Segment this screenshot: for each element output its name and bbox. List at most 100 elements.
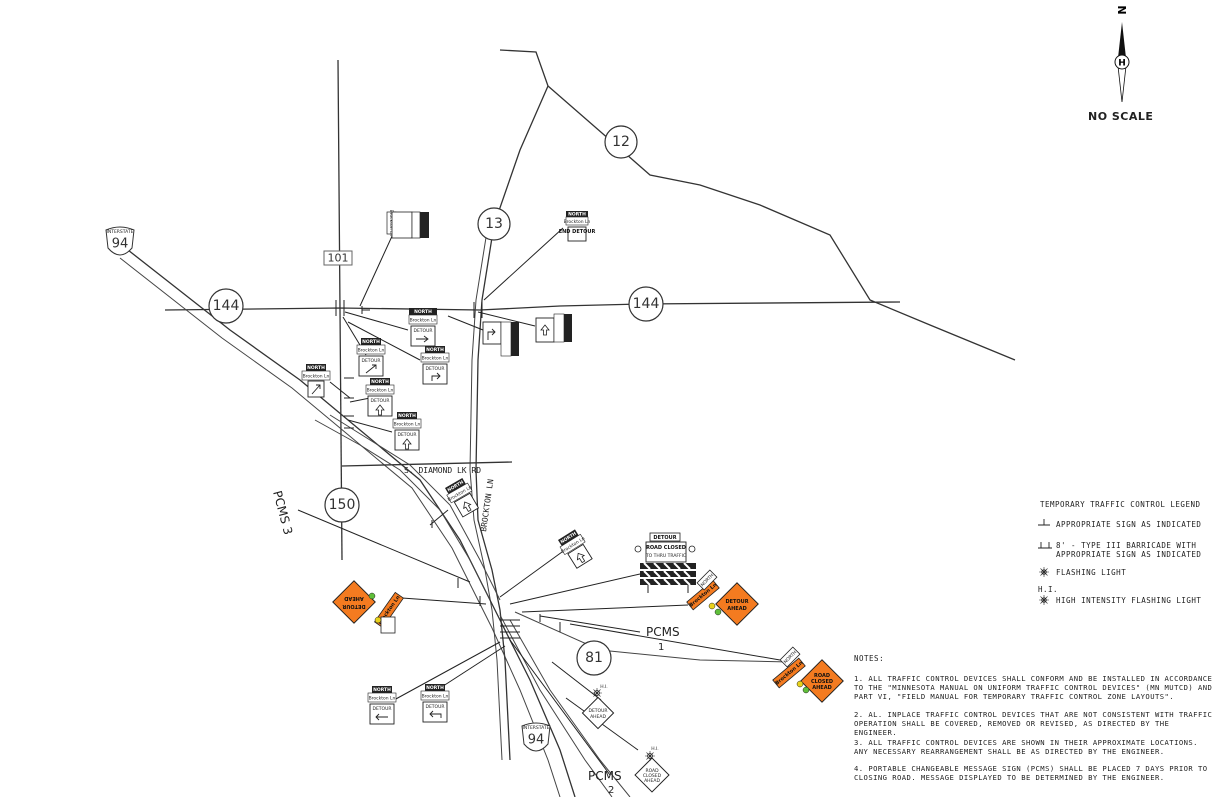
sign-detour-up-144e — [535, 313, 572, 343]
svg-text:AHEAD: AHEAD — [344, 595, 364, 601]
notes-heading: NOTES: — [854, 654, 885, 663]
hi-light-1 — [592, 688, 602, 698]
svg-text:AHEAD: AHEAD — [727, 606, 747, 612]
sign-detour-up-2: NORTH Brockton Ln DETOUR — [392, 412, 422, 451]
svg-text:INTERSTATE: INTERSTATE — [107, 229, 134, 235]
svg-text:Brockton Ln: Brockton Ln — [564, 219, 591, 225]
svg-text:DETOUR: DETOUR — [370, 398, 389, 404]
svg-text:DETOUR: DETOUR — [588, 708, 607, 714]
leader-lines — [297, 227, 781, 776]
svg-text:ROAD CLOSED: ROAD CLOSED — [646, 545, 686, 551]
svg-text:ROAD: ROAD — [645, 768, 659, 774]
route-150-shield: 150 — [324, 487, 360, 523]
road-diamond-lk — [341, 461, 513, 467]
road-closed-ahead-white: ROAD CLOSED AHEAD — [634, 757, 670, 793]
ramp-5 — [514, 611, 791, 663]
route-12-shield: 12 — [604, 125, 638, 159]
arrow-sign — [391, 211, 413, 239]
road-i94 — [127, 249, 576, 797]
sign-detour-turn-1: NORTH Brockton Ln DETOUR — [420, 346, 450, 385]
svg-text:AHEAD: AHEAD — [644, 778, 660, 784]
sign-end-detour: NORTH Brockton Ln END DETOUR — [559, 211, 596, 242]
guide-signs: NORTH Brockton Ln NORTH Brockton Ln END … — [301, 210, 596, 725]
detour-ahead-white: DETOUR AHEAD — [581, 696, 615, 730]
note-4: 4. PORTABLE CHANGEABLE MESSAGE SIGN (PCM… — [854, 764, 1208, 782]
legend-item-flashing: FLASHING LIGHT — [1056, 568, 1127, 577]
north-plaque-west — [380, 616, 396, 634]
sign-detour-right-1: NORTH Brockton Ln DETOUR — [408, 308, 438, 347]
svg-text:DETOUR: DETOUR — [725, 599, 748, 605]
legend-item-sign: APPROPRIATE SIGN AS INDICATED — [1056, 520, 1202, 529]
ramp-4 — [499, 614, 613, 797]
svg-text:Brockton Ln: Brockton Ln — [367, 388, 394, 394]
note-1: 1. ALL TRAFFIC CONTROL DEVICES SHALL CON… — [854, 674, 1213, 701]
road-closed-barricade: DETOUR ROAD CLOSED TO THRU TRAFFIC — [634, 532, 696, 593]
svg-text:NORTH: NORTH — [307, 365, 325, 371]
svg-text:N: N — [1115, 5, 1128, 14]
svg-text:END DETOUR: END DETOUR — [559, 229, 596, 235]
svg-text:NORTH: NORTH — [414, 309, 432, 315]
road-144 — [164, 301, 901, 311]
svg-text:Brockton Ln: Brockton Ln — [422, 356, 449, 362]
svg-text:94: 94 — [528, 733, 545, 748]
sign-detour-diag-1: NORTH Brockton Ln DETOUR — [356, 338, 386, 377]
legend-title: TEMPORARY TRAFFIC CONTROL LEGEND — [1040, 500, 1201, 509]
svg-text:DETOUR: DETOUR — [653, 535, 676, 541]
svg-text:144: 144 — [213, 298, 240, 314]
svg-text:Brockton Ln: Brockton Ln — [410, 318, 437, 324]
svg-text:144: 144 — [633, 296, 660, 312]
road-network — [119, 49, 1016, 797]
road-i94-lane — [119, 257, 561, 797]
warning-signs: DETOUR AHEAD Brockton Ln DETOUR AHEAD Br… — [332, 569, 844, 793]
legend-symbols — [1038, 519, 1052, 605]
route-shields: 12 13 144 144 101 150 81 INTERSTATE — [105, 125, 664, 752]
hi-label-2: H.I. — [651, 746, 659, 752]
sign-detour-up-1: NORTH Brockton Ln DETOUR — [365, 378, 395, 417]
svg-text:NORTH: NORTH — [373, 687, 391, 693]
svg-text:TO THRU TRAFFIC: TO THRU TRAFFIC — [645, 553, 686, 559]
pcms-3-label: PCMS 3 — [270, 489, 295, 536]
road-13 — [475, 85, 549, 761]
interstate-94-nw-shield: INTERSTATE 94 — [105, 226, 135, 256]
svg-text:Brockton Ln: Brockton Ln — [394, 422, 421, 428]
svg-text:H: H — [1118, 59, 1126, 69]
svg-text:13: 13 — [485, 216, 503, 232]
svg-text:81: 81 — [585, 650, 603, 666]
svg-text:DETOUR: DETOUR — [361, 358, 380, 364]
note-2: 2. AL. INPLACE TRAFFIC CONTROL DEVICES T… — [854, 710, 1213, 737]
svg-text:AHEAD: AHEAD — [812, 685, 832, 691]
svg-text:NORTH: NORTH — [426, 685, 444, 691]
north-plaque-east: NORTH — [696, 569, 718, 591]
route-81-shield: 81 — [576, 640, 612, 676]
legend-item-barricade: 8' - TYPE III BARRICADE WITH APPROPRIATE… — [1056, 541, 1202, 559]
ramp-2 — [329, 414, 501, 601]
svg-text:DETOUR: DETOUR — [342, 603, 365, 609]
route-144-east-shield: 144 — [628, 286, 664, 322]
road-13-parallel — [469, 224, 503, 761]
brockton-ln-label: BROCKTON LN — [479, 478, 495, 532]
sign-detour-rotated-13 — [482, 321, 519, 357]
svg-text:DETOUR: DETOUR — [397, 432, 416, 438]
svg-text:CLOSED: CLOSED — [643, 773, 662, 779]
sign-detour-left-1: NORTH Brockton Ln DETOUR — [367, 686, 397, 725]
hi-label-1: H.I. — [600, 684, 608, 690]
svg-text:NORTH: NORTH — [371, 379, 389, 385]
svg-text:94: 94 — [112, 237, 129, 252]
svg-text:150: 150 — [329, 497, 356, 513]
ramp-3 — [509, 619, 631, 797]
sign-detour-rotated-brockton: NORTH Brockton Ln — [558, 529, 593, 569]
route-144-west-shield: 144 — [208, 288, 244, 324]
svg-text:Brockton Ln: Brockton Ln — [358, 348, 385, 354]
svg-text:101: 101 — [328, 252, 349, 265]
pcms-1-number: 1 — [658, 642, 664, 653]
note-3: 3. ALL TRAFFIC CONTROL DEVICES ARE SHOWN… — [854, 738, 1198, 756]
route-13-shield: 13 — [477, 207, 511, 241]
pcms-2-number: 2 — [608, 785, 614, 796]
no-scale-label: NO SCALE — [1088, 110, 1154, 123]
svg-text:ROAD: ROAD — [814, 673, 830, 679]
svg-text:NORTH: NORTH — [568, 212, 586, 218]
svg-text:INTERSTATE: INTERSTATE — [523, 725, 550, 731]
sign-detour-left-2: NORTH Brockton Ln DETOUR — [420, 684, 450, 723]
north-arrow: N H — [1114, 5, 1130, 103]
pcms-1-label: PCMS — [646, 625, 680, 639]
